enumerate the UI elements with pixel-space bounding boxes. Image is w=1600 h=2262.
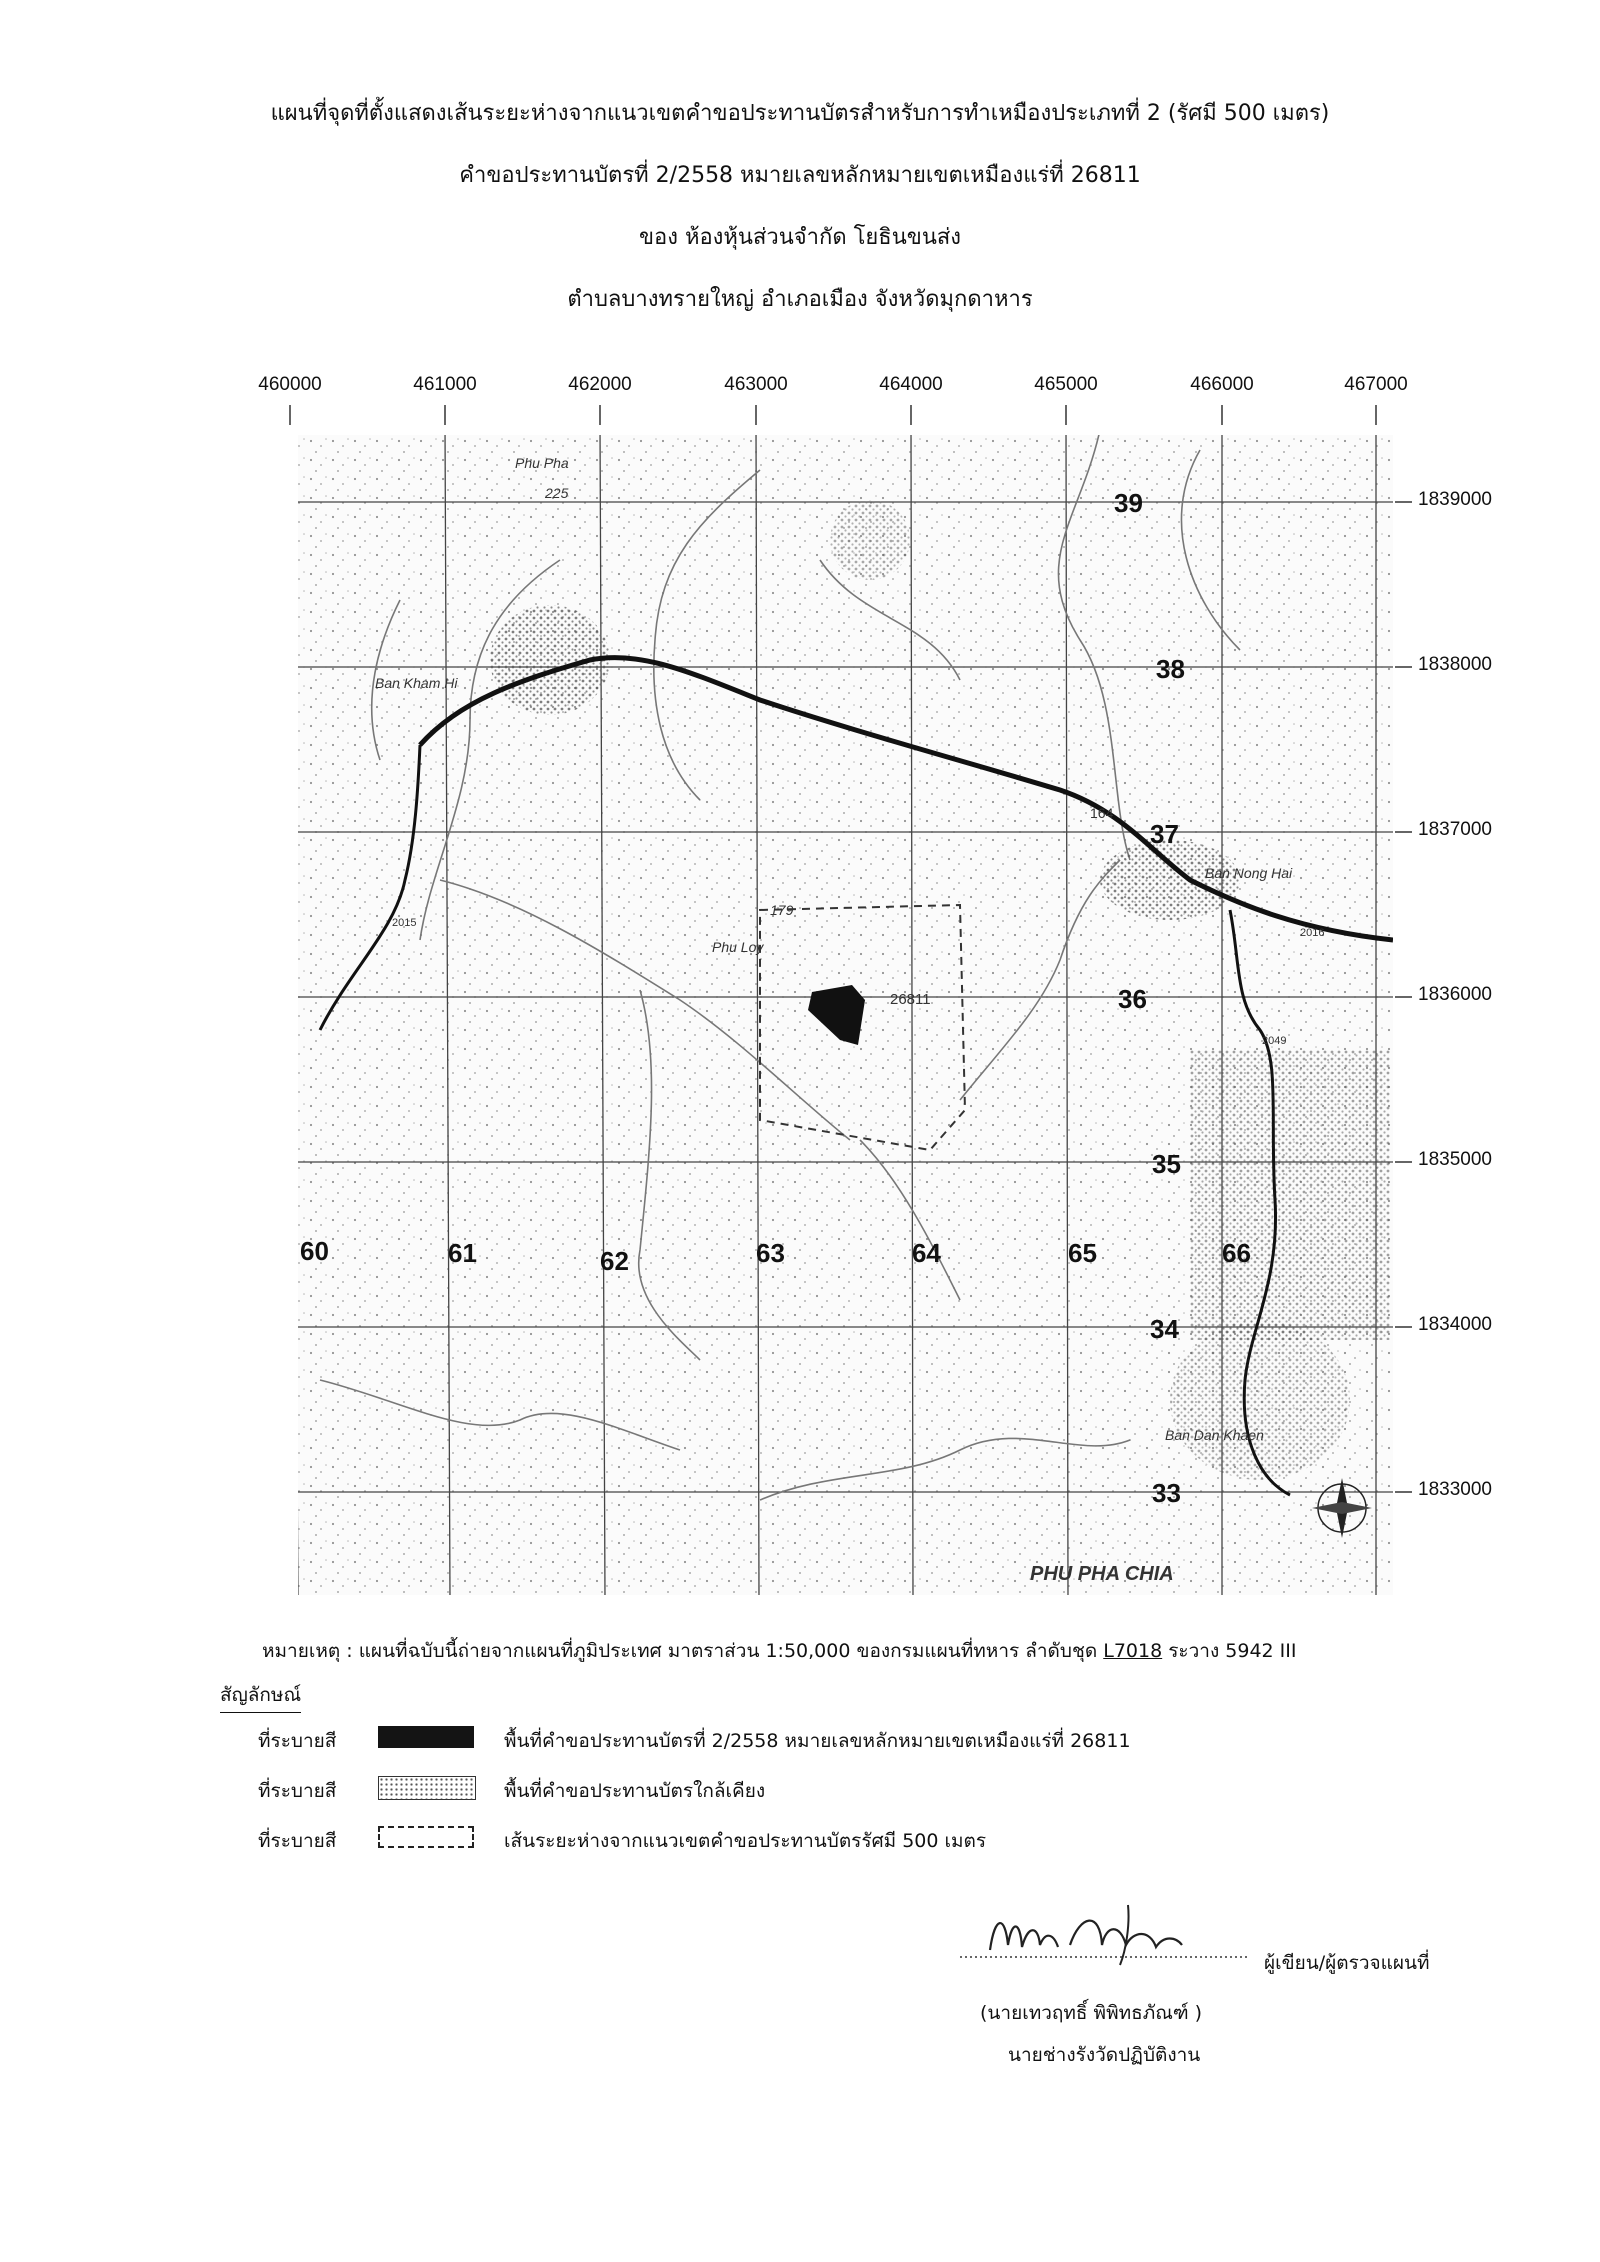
- legend-label: เส้นระยะห่างจากแนวเขตคำขอประทานบัตรรัศมี…: [504, 1830, 987, 1852]
- legend-label: พื้นที่คำขอประทานบัตรใกล้เคียง: [504, 1780, 766, 1802]
- northing-label: 1836000: [1418, 984, 1492, 1005]
- grid-lines: [298, 435, 1393, 1595]
- settlement-areas: [490, 500, 1390, 1480]
- location-line: ตำบลบางทรายใหญ่ อำเภอเมือง จังหวัดมุกดาห…: [567, 287, 1033, 312]
- title-block: แผนที่จุดที่ตั้งแสดงเส้นระยะห่างจากแนวเข…: [170, 98, 1430, 316]
- dashed-swatch-icon: [378, 1826, 474, 1848]
- northing-label: 1834000: [1418, 1314, 1492, 1335]
- legend-item: ที่ระบายสี พื้นที่คำขอประทานบัตรใกล้เคีย…: [258, 1774, 1308, 1804]
- northing-label: 1837000: [1418, 819, 1492, 840]
- legend-label: พื้นที่คำขอประทานบัตรที่ 2/2558 หมายเลขห…: [504, 1730, 1131, 1752]
- northing-label: 1839000: [1418, 489, 1492, 510]
- place-label: Phu Loy: [712, 939, 764, 955]
- northing-label: 1838000: [1418, 654, 1492, 675]
- legend-item: ที่ระบายสี เส้นระยะห่างจากแนวเขตคำขอประท…: [258, 1824, 1308, 1854]
- main-road: [418, 655, 1393, 943]
- grid-label: 35: [1152, 1149, 1181, 1179]
- road-number: 2049: [1262, 1035, 1286, 1047]
- note-text: หมายเหตุ : แผนที่ฉบับนี้ถ่ายจากแผนที่ภูม…: [262, 1640, 1104, 1662]
- road-2049: [1228, 909, 1291, 1497]
- coordinate-ticks: [289, 405, 1412, 1493]
- application-number: คำขอประทานบัตรที่ 2/2558 หมายเลขหลักหมาย…: [459, 163, 1141, 188]
- spot-height: 225: [544, 485, 569, 501]
- handwritten-signature: [960, 1904, 1250, 1966]
- buffer-500m: [759, 903, 967, 1152]
- easting-label: 464000: [879, 374, 943, 395]
- easting-label: 462000: [568, 374, 632, 395]
- northing-label: 1833000: [1418, 1479, 1492, 1500]
- grid-label: 62: [600, 1246, 629, 1276]
- northing-label: 1835000: [1418, 1149, 1492, 1170]
- map-series: L7018: [1103, 1640, 1163, 1662]
- parcel-label: 26811: [890, 991, 931, 1008]
- easting-label: 463000: [724, 374, 788, 395]
- grid-label: 64: [912, 1238, 941, 1268]
- place-label: Ban Nong Hai: [1205, 865, 1293, 881]
- spot-height: 164: [1090, 805, 1114, 821]
- legend-prefix: ที่ระบายสี: [258, 1780, 337, 1802]
- grid-label: 34: [1150, 1314, 1179, 1344]
- grid-label: 37: [1150, 819, 1179, 849]
- easting-label: 461000: [413, 374, 477, 395]
- spot-height: 179: [770, 902, 794, 918]
- applicant-name: ของ ห้องหุ้นส่วนจำกัด โยธินขนส่ง: [638, 225, 962, 250]
- road-2015: [318, 744, 422, 1031]
- note-sheet: ระวาง 5942 III: [1162, 1640, 1297, 1662]
- grid-label: 61: [448, 1238, 477, 1268]
- grid-label: 38: [1156, 654, 1185, 684]
- grid-label: 60: [300, 1236, 329, 1266]
- easting-label: 467000: [1344, 374, 1408, 395]
- map-title: แผนที่จุดที่ตั้งแสดงเส้นระยะห่างจากแนวเข…: [270, 101, 1330, 126]
- grid-label: 33: [1152, 1478, 1181, 1508]
- signatory-position: นายช่างรังวัดปฏิบัติงาน: [1008, 2044, 1201, 2066]
- streams: [319, 435, 1241, 1501]
- easting-label: 466000: [1190, 374, 1254, 395]
- legend-prefix: ที่ระบายสี: [258, 1830, 337, 1852]
- grid-label: 36: [1118, 984, 1147, 1014]
- map-source-note: หมายเหตุ : แผนที่ฉบับนี้ถ่ายจากแผนที่ภูม…: [262, 1636, 1297, 1666]
- signatory-name: (นายเทวฤทธิ์ พิพิทธภัณฑ์ ): [980, 2002, 1203, 2024]
- place-label: PHU PHA CHIA: [1030, 1563, 1174, 1585]
- dotted-swatch-icon: [378, 1776, 476, 1800]
- legend-title: สัญลักษณ์: [220, 1680, 302, 1713]
- place-label: Ban Dan Khaen: [1165, 1427, 1264, 1443]
- signature-role: ผู้เขียน/ผู้ตรวจแผนที่: [1264, 1952, 1430, 1974]
- legend-item: ที่ระบายสี พื้นที่คำขอประทานบัตรที่ 2/25…: [258, 1724, 1308, 1754]
- road-number: 2015: [392, 917, 416, 929]
- application-parcel: [808, 985, 865, 1045]
- compass-rose-icon: [1312, 1478, 1372, 1538]
- easting-label: 465000: [1034, 374, 1098, 395]
- grid-label: 65: [1068, 1238, 1097, 1268]
- grid-label: 63: [756, 1238, 785, 1268]
- place-label: Ban Kham Hi: [375, 675, 458, 691]
- legend-prefix: ที่ระบายสี: [258, 1730, 337, 1752]
- place-label: Phu Pha: [515, 455, 569, 471]
- grid-label: 39: [1114, 488, 1143, 518]
- solid-swatch-icon: [378, 1726, 474, 1748]
- grid-label: 66: [1222, 1238, 1251, 1268]
- road-number: 2016: [1300, 927, 1324, 939]
- easting-label: 460000: [258, 374, 322, 395]
